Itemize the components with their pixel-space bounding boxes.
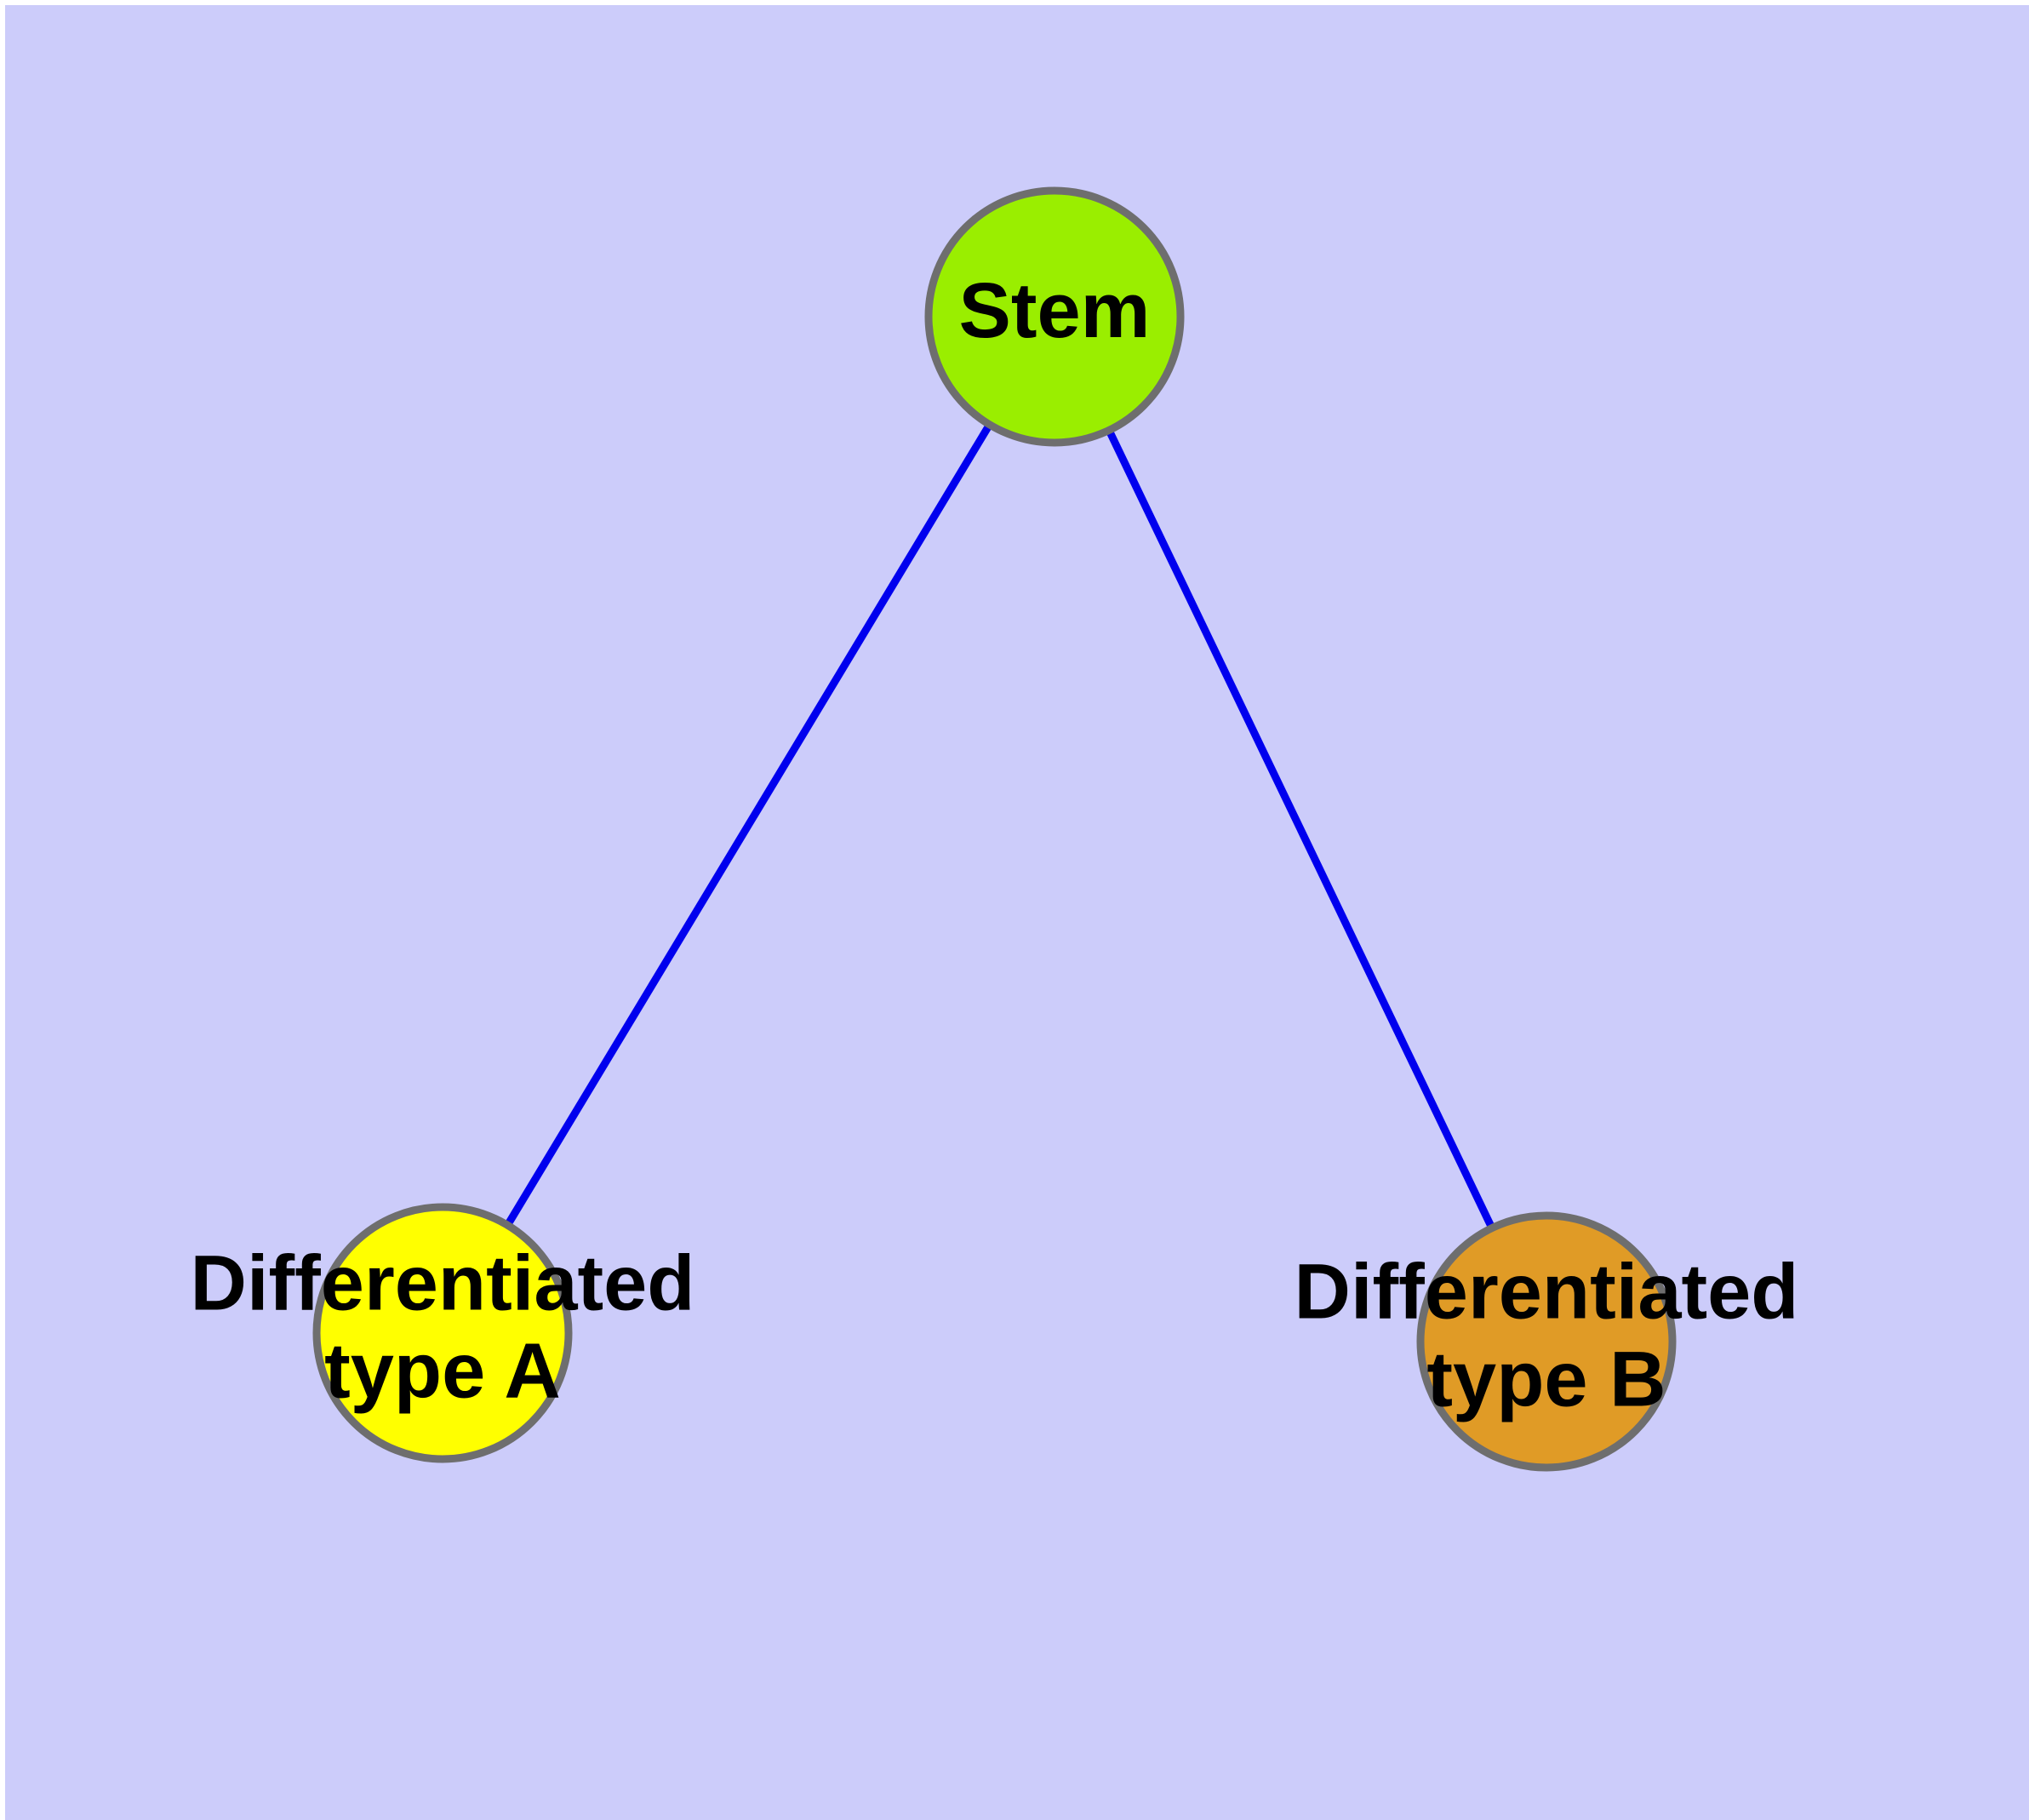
node-layer <box>312 186 1677 1472</box>
node-label-stem: Stem <box>959 267 1151 354</box>
edge-stem-to-diff_b[interactable] <box>1050 315 1551 1343</box>
node-diff_b[interactable] <box>1416 1211 1677 1472</box>
edge-layer <box>439 314 1551 1343</box>
node-label-line: type A <box>324 1328 561 1415</box>
node-label-line: type B <box>1426 1336 1666 1423</box>
node-stem[interactable] <box>924 186 1185 447</box>
edge-stem-to-diff_a[interactable] <box>439 314 1058 1336</box>
node-label-line: Stem <box>959 267 1151 354</box>
node-label-line: Differentiated <box>1295 1249 1799 1336</box>
node-label-line: Differentiated <box>191 1240 695 1327</box>
node-diff_a[interactable] <box>312 1203 573 1463</box>
